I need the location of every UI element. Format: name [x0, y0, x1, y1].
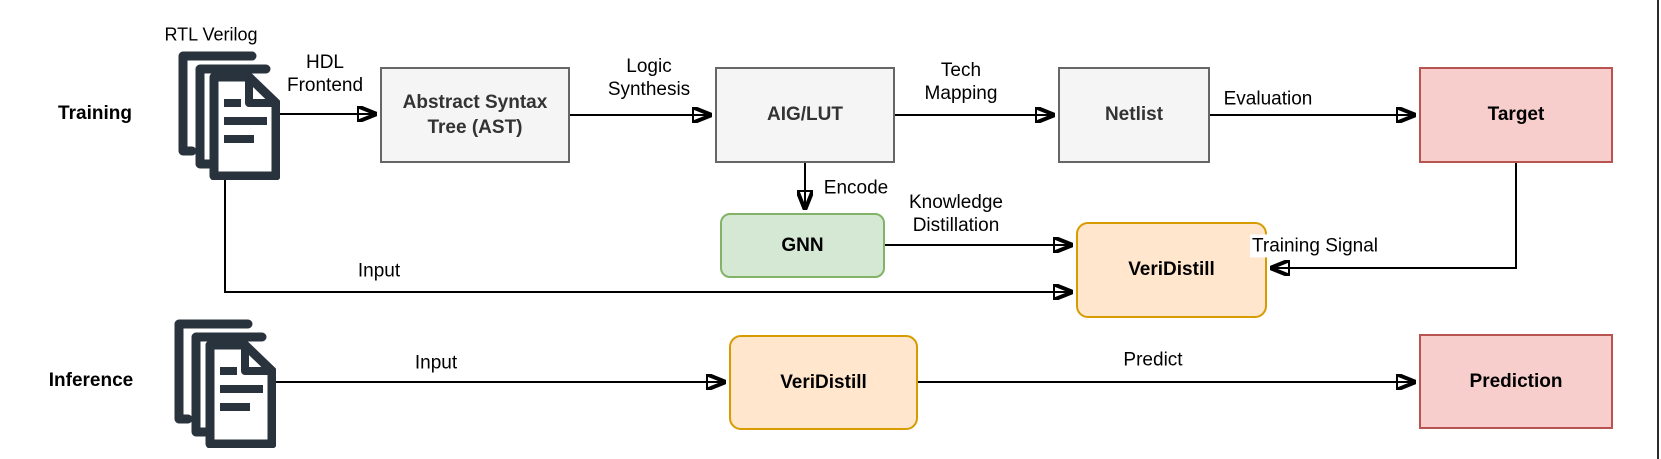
node-label: VeriDistill	[780, 371, 867, 393]
edge-training-signal	[1273, 163, 1517, 268]
edge-label-evaluation: Evaluation	[1221, 87, 1315, 111]
node-label: AIG/LUT	[767, 104, 843, 126]
node-label: Target	[1487, 104, 1545, 126]
node-abstract-syntax-tree: Abstract Syntax Tree (AST)	[380, 67, 570, 163]
node-label: Prediction	[1469, 370, 1563, 392]
document-stack-icon	[166, 316, 276, 448]
figure-right-border	[1657, 0, 1659, 459]
row-label-inference: Inference	[48, 370, 134, 391]
node-netlist: Netlist	[1058, 67, 1210, 163]
edge-label-encode: Encode	[821, 176, 891, 200]
node-label: Netlist	[1104, 104, 1164, 126]
edge-label-predict: Predict	[1121, 348, 1185, 372]
node-label: GNN	[781, 234, 824, 256]
node-prediction: Prediction	[1419, 334, 1613, 429]
row-label-training: Training	[58, 103, 132, 124]
edge-training-input	[224, 180, 1070, 292]
node-aig-lut: AIG/LUT	[715, 67, 895, 163]
edge-label-inference-input: Input	[412, 351, 460, 375]
node-label: VeriDistill	[1128, 259, 1215, 281]
node-veridistill-inference: VeriDistill	[729, 335, 918, 430]
node-target: Target	[1419, 67, 1613, 163]
edge-label-training-signal: Training Signal	[1249, 234, 1381, 258]
node-veridistill-training: VeriDistill	[1076, 222, 1267, 318]
edge-label-hdl-frontend: HDL Frontend	[277, 50, 373, 98]
rtl-verilog-caption: RTL Verilog	[164, 24, 258, 45]
node-gnn: GNN	[720, 213, 885, 278]
edge-label-logic-synthesis: Logic Synthesis	[599, 54, 699, 102]
document-stack-icon	[170, 48, 280, 180]
edge-label-tech-mapping: Tech Mapping	[914, 58, 1008, 106]
edge-label-knowledge-distillation: Knowledge Distillation	[896, 190, 1016, 238]
edge-label-training-input: Input	[355, 259, 403, 283]
node-label: Abstract Syntax Tree (AST)	[402, 91, 548, 138]
